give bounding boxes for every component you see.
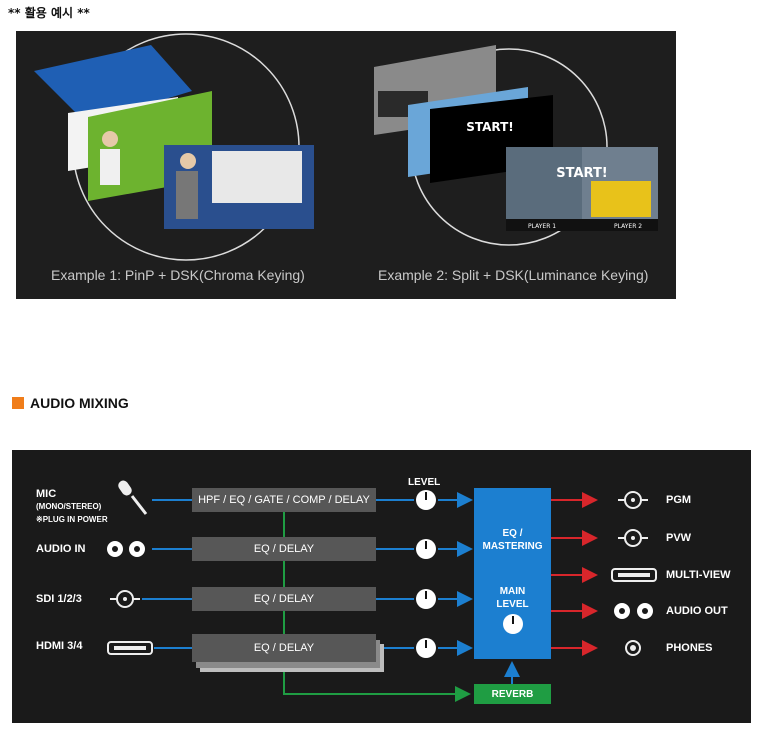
ex2-final-start-text: START! bbox=[556, 166, 608, 181]
ex1-final-body bbox=[176, 171, 198, 219]
level-knob-audio-in[interactable] bbox=[416, 539, 436, 559]
audio-signal-lines bbox=[107, 480, 657, 702]
ex1-layer-blue bbox=[34, 45, 192, 123]
mic-sub-label: (MONO/STEREO) bbox=[36, 502, 102, 511]
audio-mixing-heading: AUDIO MIXING bbox=[12, 395, 129, 411]
rca-jacks-icon bbox=[107, 541, 145, 557]
main-level-knob[interactable] bbox=[503, 614, 523, 634]
phones-label: PHONES bbox=[666, 642, 713, 654]
ex2-start-text: START! bbox=[466, 120, 514, 134]
master-line1: EQ / bbox=[502, 528, 523, 539]
pgm-label: PGM bbox=[666, 494, 692, 506]
level-label: LEVEL bbox=[408, 477, 441, 488]
level-knob-mic[interactable] bbox=[416, 490, 436, 510]
level-knob-sdi[interactable] bbox=[416, 589, 436, 609]
ex1-caption: Example 1: PinP + DSK(Chroma Keying) bbox=[51, 267, 305, 283]
ex1-whiteboard bbox=[212, 151, 302, 203]
pvw-label: PVW bbox=[666, 532, 692, 544]
audio-mixing-diagram: MIC (MONO/STEREO) ※PLUG IN POWER AUDIO I… bbox=[12, 450, 751, 723]
ex2-player1: PLAYER 1 bbox=[528, 223, 556, 230]
orange-square-icon bbox=[12, 397, 24, 409]
pvw-bnc-icon bbox=[618, 529, 648, 547]
microphone-icon bbox=[118, 480, 148, 515]
ex1-presenter-body bbox=[100, 149, 120, 185]
examples-illustration: START! START! PLAYER 1 PLAYER 2 bbox=[34, 33, 658, 261]
ex2-yellow-car bbox=[591, 181, 651, 217]
multiview-hdmi-icon bbox=[611, 568, 657, 582]
sdi-label: SDI 1/2/3 bbox=[36, 593, 82, 605]
master-block: EQ / MASTERING MAIN LEVEL bbox=[474, 488, 551, 659]
ex2-player2: PLAYER 2 bbox=[614, 223, 642, 230]
audio-out-label: AUDIO OUT bbox=[666, 605, 728, 617]
multiview-label: MULTI-VIEW bbox=[666, 569, 731, 581]
mic-label: MIC bbox=[36, 488, 57, 500]
audio-in-processor: EQ / DELAY bbox=[192, 537, 376, 561]
master-line3: MAIN bbox=[499, 586, 526, 597]
audio-out-rca-icon bbox=[614, 603, 653, 619]
mic-processor: HPF / EQ / GATE / COMP / DELAY bbox=[192, 488, 376, 512]
audio-in-label: AUDIO IN bbox=[36, 543, 86, 555]
sdi-processor: EQ / DELAY bbox=[192, 587, 376, 611]
headphone-jack-icon bbox=[625, 640, 641, 656]
ex1-final-head bbox=[180, 153, 196, 169]
bnc-connector-icon bbox=[110, 590, 140, 608]
mic-note-label: ※PLUG IN POWER bbox=[36, 515, 108, 524]
examples-panel: START! START! PLAYER 1 PLAYER 2 Example … bbox=[16, 31, 676, 299]
ex1-presenter-head bbox=[102, 131, 118, 147]
hdmi-processor: EQ / DELAY bbox=[192, 634, 376, 662]
level-knob-hdmi[interactable] bbox=[416, 638, 436, 658]
audio-mixing-title: AUDIO MIXING bbox=[30, 395, 129, 411]
examples-heading: ** 활용 예시 ** bbox=[8, 6, 90, 20]
master-line4: LEVEL bbox=[496, 599, 529, 610]
ex2-caption: Example 2: Split + DSK(Luminance Keying) bbox=[378, 267, 649, 283]
pgm-bnc-icon bbox=[618, 491, 648, 509]
master-line2: MASTERING bbox=[482, 541, 543, 552]
hdmi-label: HDMI 3/4 bbox=[36, 640, 83, 652]
reverb-block: REVERB bbox=[474, 684, 551, 704]
hdmi-port-icon bbox=[107, 641, 153, 655]
